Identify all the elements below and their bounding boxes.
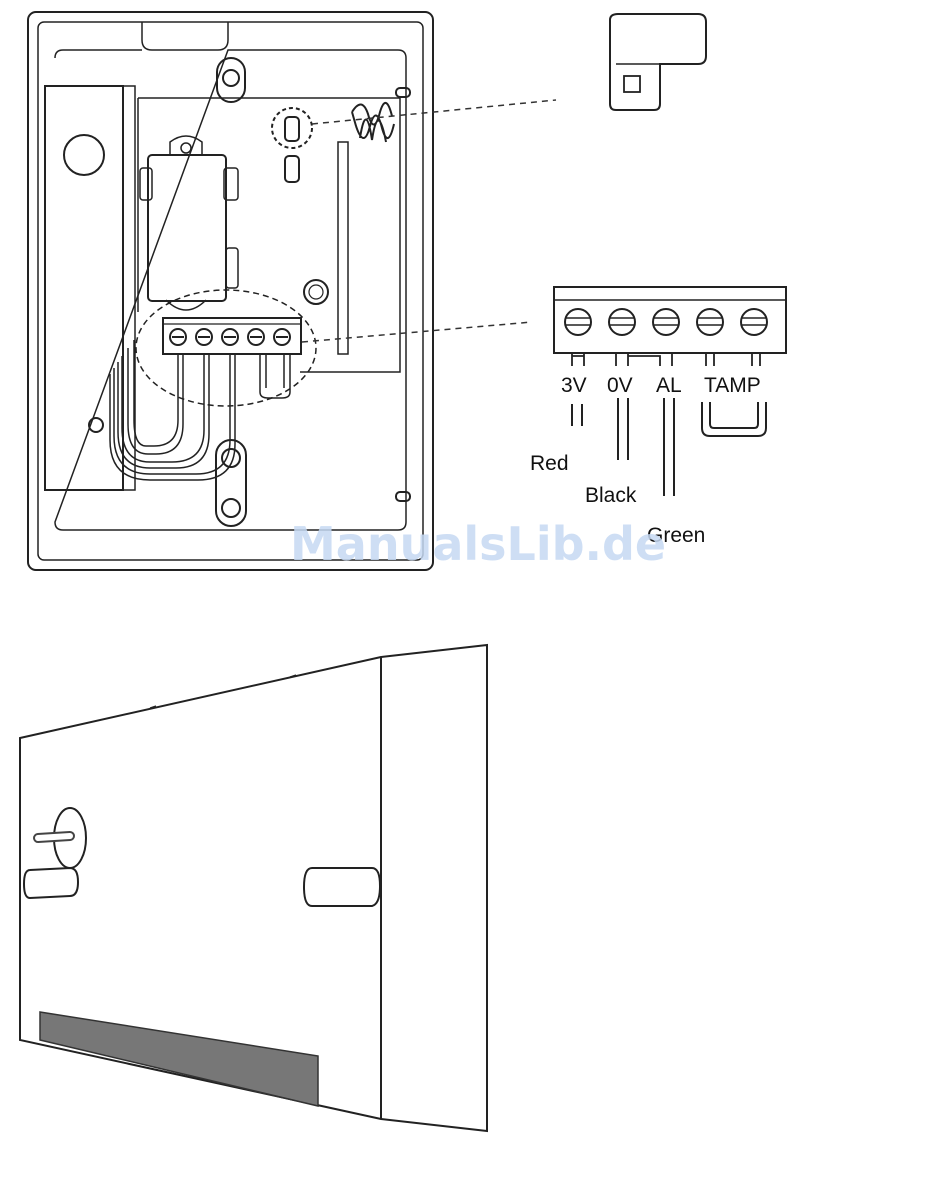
jumper-links (272, 108, 312, 182)
terminal-pins (572, 353, 760, 366)
board-tab-bottom (396, 492, 410, 501)
label-tamp: TAMP (704, 374, 761, 397)
jumper-detail (610, 14, 706, 110)
screw-tamp-2 (741, 309, 767, 335)
screw-0v (609, 309, 635, 335)
terminal-leader-line (302, 322, 532, 342)
label-3v: 3V (561, 374, 587, 397)
label-plate (40, 1012, 318, 1106)
leader-lines (302, 100, 556, 342)
screw-3v (565, 309, 591, 335)
cable-entry-hole (38, 808, 86, 868)
screw-al (653, 309, 679, 335)
label-0v: 0V (607, 374, 633, 397)
right-mounting-slot (304, 868, 380, 906)
device-housing-outer (28, 12, 433, 570)
tamper-link-loop (702, 402, 766, 436)
board-screw (304, 280, 328, 304)
housing-top-notch (142, 22, 228, 50)
board-tab-top (396, 88, 410, 97)
tamper-spring (352, 103, 394, 142)
device-interior (28, 12, 433, 570)
screw-tamp-1 (697, 309, 723, 335)
bottom-mounting-slot (216, 440, 246, 526)
mounting-base (55, 50, 406, 530)
top-mounting-slot (217, 58, 245, 102)
small-terminal-block (163, 318, 301, 354)
wire-leads (572, 398, 674, 496)
backplate-perspective (20, 645, 487, 1131)
board-slot-vertical (338, 142, 348, 354)
circuit-board (138, 88, 410, 501)
label-red: Red (530, 452, 569, 475)
label-al: AL (656, 374, 682, 397)
left-mounting-slot (24, 868, 78, 898)
cover-large-hole (64, 135, 104, 175)
label-black: Black (585, 484, 637, 507)
terminal-labels: 3V 0V AL TAMP (561, 374, 761, 397)
watermark: ManualsLib.de (290, 517, 666, 571)
battery-module (140, 136, 238, 310)
terminal-screws (565, 309, 767, 335)
